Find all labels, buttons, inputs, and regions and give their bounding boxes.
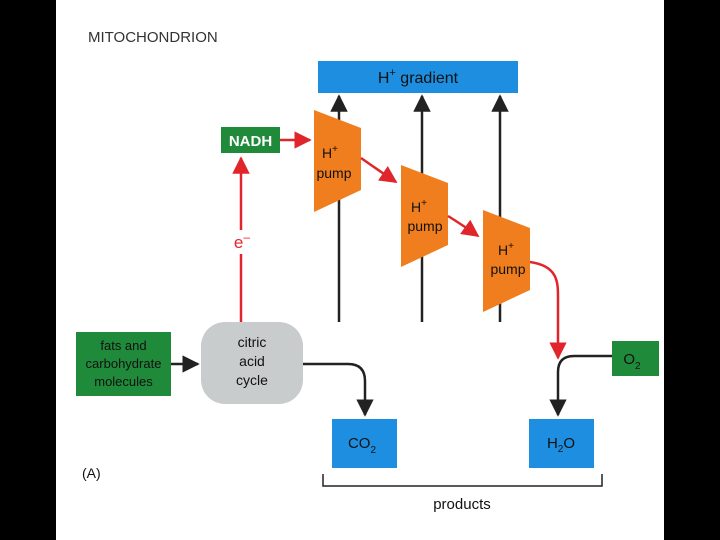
fats-box — [76, 332, 171, 396]
pump-2-word: pump — [407, 218, 442, 234]
pump-3-h: H+ — [498, 241, 514, 258]
diagram-panel: MITOCHONDRION H+ gradient H+ pump H+ pum… — [56, 0, 664, 540]
cycle-to-co2-arrow — [303, 362, 374, 417]
electron-label: e– — [234, 230, 250, 252]
co2-label: CO2 — [348, 435, 377, 456]
cycle-line-1: citric — [238, 334, 267, 350]
o2-box — [612, 341, 659, 376]
panel-label: (A) — [82, 465, 101, 481]
pump-3 — [483, 210, 530, 312]
citric-acid-cycle-box — [201, 322, 303, 404]
cycle-line-2: acid — [239, 353, 265, 369]
co2-box — [332, 419, 397, 468]
pump-2-h: H+ — [411, 198, 427, 215]
fats-line-2: carbohydrate — [86, 356, 162, 371]
products-bracket — [322, 474, 603, 487]
electron-arrow-pump3-water — [529, 260, 567, 360]
electron-label-bg — [228, 230, 256, 254]
h-gradient-box — [318, 61, 518, 93]
o2-to-water-arrow — [549, 354, 612, 417]
h-gradient-label: H+ gradient — [378, 67, 459, 87]
pump-1-h: H+ — [322, 144, 338, 161]
mitochondrion-diagram: MITOCHONDRION H+ gradient H+ pump H+ pum… — [76, 29, 659, 513]
pump-2 — [401, 165, 448, 267]
cycle-line-3: cycle — [236, 372, 268, 388]
h2o-label: H2O — [547, 435, 575, 455]
pump-3-word: pump — [490, 261, 525, 277]
fats-line-3: molecules — [94, 374, 153, 389]
pump-1-word: pump — [316, 165, 351, 181]
electron-arrow-pump1-pump2 — [360, 156, 398, 184]
products-label: products — [433, 496, 491, 513]
electron-arrow-pump2-pump3 — [447, 214, 480, 238]
nadh-label: NADH — [229, 133, 272, 150]
nadh-box — [221, 127, 280, 153]
fats-line-1: fats and — [100, 338, 146, 353]
o2-label: O2 — [623, 351, 641, 372]
pump-1 — [314, 110, 361, 212]
title: MITOCHONDRION — [88, 29, 218, 46]
h2o-box — [529, 419, 594, 468]
